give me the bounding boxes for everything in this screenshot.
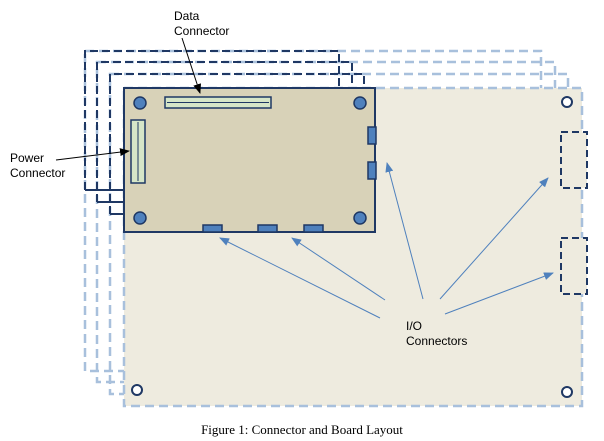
io-connectors-label-line2: Connectors <box>406 334 467 348</box>
figure-caption: Figure 1: Connector and Board Layout <box>201 422 403 437</box>
module-io-bottom-1 <box>202 224 223 233</box>
power-leads <box>85 189 124 215</box>
io-arrow-2 <box>291 237 386 301</box>
module-io-connectors <box>202 126 377 233</box>
data-connector-label-line1: Data <box>174 9 200 23</box>
module-hole-bl <box>133 211 147 225</box>
module-board <box>123 87 376 233</box>
data-connector-arrow <box>181 37 202 94</box>
io-arrows <box>219 162 554 319</box>
power-connector-label-line1: Power <box>10 151 44 165</box>
io-arrow-4 <box>439 177 549 300</box>
mounting-hole-bl <box>131 384 143 396</box>
module-io-bottom-3 <box>303 224 324 233</box>
module-io-bottom-2 <box>257 224 278 233</box>
module-hole-tl <box>133 96 147 110</box>
side-io-connector-top <box>560 131 588 189</box>
mounting-hole-br <box>561 386 573 398</box>
io-arrow-5 <box>444 272 554 315</box>
data-connector-label-line2: Connector <box>174 24 229 38</box>
dark-edge-2 <box>96 61 353 202</box>
stacked-board-dark-edges <box>84 50 365 214</box>
dark-edge-1 <box>84 50 340 190</box>
module-io-right-2 <box>367 161 377 180</box>
carrier-mounting-holes <box>131 96 573 398</box>
module-hole-tr <box>353 96 367 110</box>
module-mounting-holes <box>133 96 367 225</box>
side-io-connector-bottom <box>560 237 588 295</box>
power-connector-arrow <box>55 148 130 161</box>
io-arrow-3 <box>385 162 424 300</box>
io-connectors-label-line1: I/O <box>406 319 422 333</box>
mounting-hole-tr <box>561 96 573 108</box>
power-connector-label-line2: Connector <box>10 166 65 180</box>
module-io-right-1 <box>367 126 377 145</box>
io-arrow-1 <box>219 237 381 319</box>
dark-edge-3 <box>109 73 365 214</box>
module-hole-br <box>353 211 367 225</box>
